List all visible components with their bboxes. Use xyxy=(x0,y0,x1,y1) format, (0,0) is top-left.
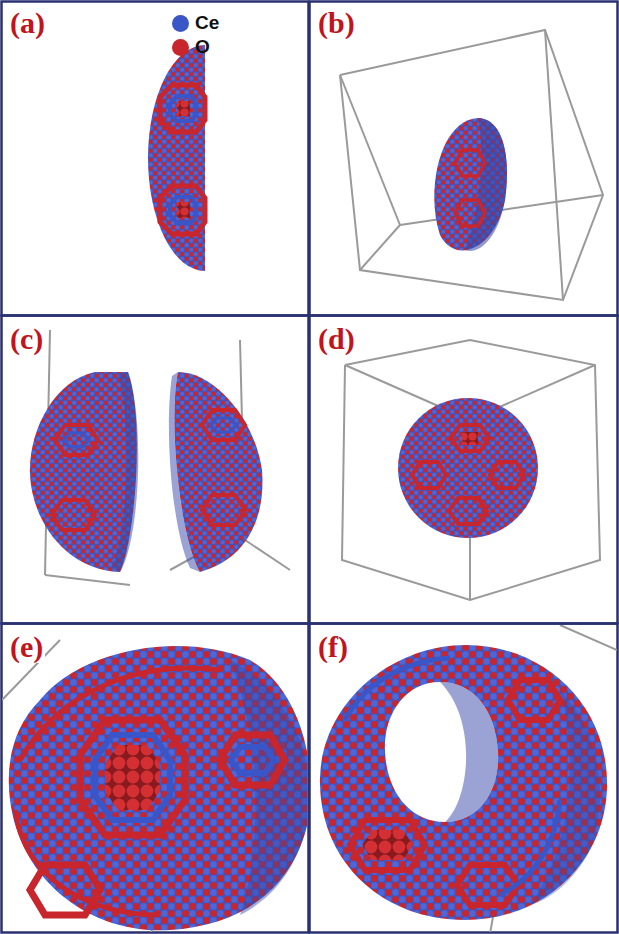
panel-label: (d) xyxy=(316,322,357,355)
panel-label: (f) xyxy=(316,630,350,663)
panel-label: (a) xyxy=(8,6,47,39)
panel-label: (b) xyxy=(316,6,357,39)
panel-label: (c) xyxy=(8,322,45,355)
legend-swatch xyxy=(172,15,189,32)
legend-text: Ce xyxy=(195,13,219,34)
legend-row: Ce xyxy=(172,13,219,34)
legend-swatch xyxy=(172,39,189,56)
panel-label: (e) xyxy=(8,630,45,663)
legend-text: O xyxy=(195,37,210,58)
legend-row: O xyxy=(172,37,210,58)
